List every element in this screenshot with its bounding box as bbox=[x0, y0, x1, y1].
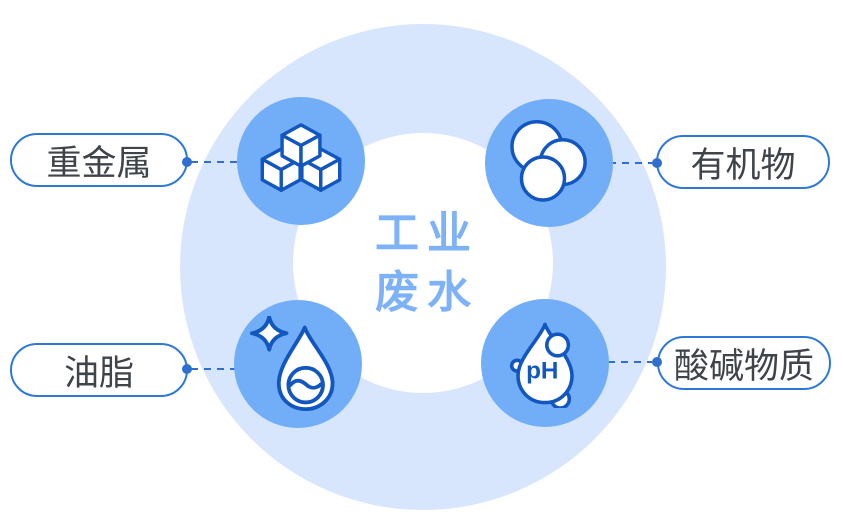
center-title: 工业 废水 bbox=[293, 133, 553, 393]
connector-dot-bottom-right bbox=[652, 357, 662, 367]
ph-text: pH bbox=[526, 357, 558, 384]
node-heavy-metals bbox=[237, 97, 365, 225]
center-title-line2: 废水 bbox=[375, 268, 479, 317]
connector-dot-top-right bbox=[652, 158, 662, 168]
label-organics: 有机物 bbox=[656, 135, 830, 189]
label-oils: 油脂 bbox=[10, 343, 188, 397]
cubes-icon bbox=[260, 123, 342, 192]
connector-dot-top-left bbox=[182, 157, 192, 167]
label-heavy-metals: 重金属 bbox=[10, 133, 188, 187]
ph-drop-icon: pH bbox=[509, 322, 574, 408]
node-oils bbox=[234, 300, 362, 428]
label-oils-text: 油脂 bbox=[63, 353, 134, 393]
connector-dash-top-left bbox=[191, 161, 237, 163]
node-organics bbox=[485, 99, 613, 227]
oil-drop-icon bbox=[250, 316, 335, 412]
molecules-icon bbox=[510, 120, 587, 202]
connector-dash-top-right bbox=[609, 162, 653, 164]
connector-dash-bottom-right bbox=[608, 361, 652, 363]
label-organics-text: 有机物 bbox=[690, 145, 796, 185]
center-title-line1: 工业 bbox=[375, 209, 479, 258]
node-acid-base: pH bbox=[481, 299, 609, 427]
connector-dash-bottom-left bbox=[191, 368, 237, 370]
label-heavy-metals-text: 重金属 bbox=[46, 143, 152, 183]
label-acid-base: 酸碱物质 bbox=[657, 336, 831, 390]
label-acid-base-text: 酸碱物质 bbox=[673, 346, 814, 386]
connector-dot-bottom-left bbox=[182, 364, 192, 374]
